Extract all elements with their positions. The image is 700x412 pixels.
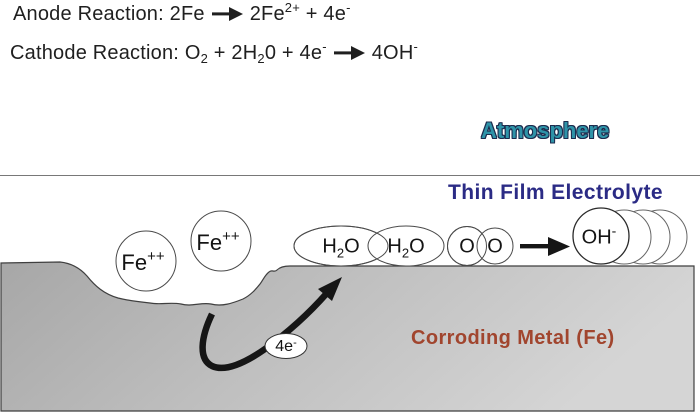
corroding-metal-surface [0, 261, 695, 412]
water-bubble-1-outline [293, 225, 389, 267]
hydroxide-label: OH- [581, 222, 617, 249]
cathode-reaction-label: Cathode Reaction: [10, 42, 180, 64]
water-bubble-2 [367, 225, 445, 267]
electron-path-arrow [199, 290, 330, 372]
oxygen-label-2: O [487, 235, 503, 258]
fe-ion-bubble-2 [190, 210, 252, 272]
fe-ion-label-2: Fe++ [196, 228, 240, 255]
oxygen-label-1: O [459, 235, 475, 258]
metal-label: Corroding Metal (Fe) [411, 327, 615, 349]
fe-ion-bubble-1 [115, 230, 177, 292]
cathode-reaction-arrow-icon [333, 43, 365, 66]
atmosphere-label: Atmosphere [481, 118, 610, 143]
cathode-reaction-text: Cathode Reaction: O2 + 2H20 + 4e-4OH- [10, 39, 418, 66]
hydroxide-bubble [572, 207, 630, 265]
electrolyte-label: Thin Film Electrolyte [448, 181, 663, 204]
anode-reaction-label: Anode Reaction: [13, 3, 164, 25]
electron-count-bubble [264, 333, 308, 359]
anode-reaction-arrow-icon [211, 4, 243, 27]
oxygen-bubble-2 [476, 227, 514, 265]
electrolyte-flow-arrow-icon [520, 237, 570, 256]
water-label-1: H2O [322, 235, 360, 261]
electron-count-label: 4e- [275, 337, 297, 355]
oxygen-bubble-1-outline [447, 226, 487, 266]
fe-ion-label-1: Fe++ [121, 248, 165, 275]
electron-path-arrowhead [318, 277, 342, 301]
water-label-2: H2O [387, 235, 425, 261]
